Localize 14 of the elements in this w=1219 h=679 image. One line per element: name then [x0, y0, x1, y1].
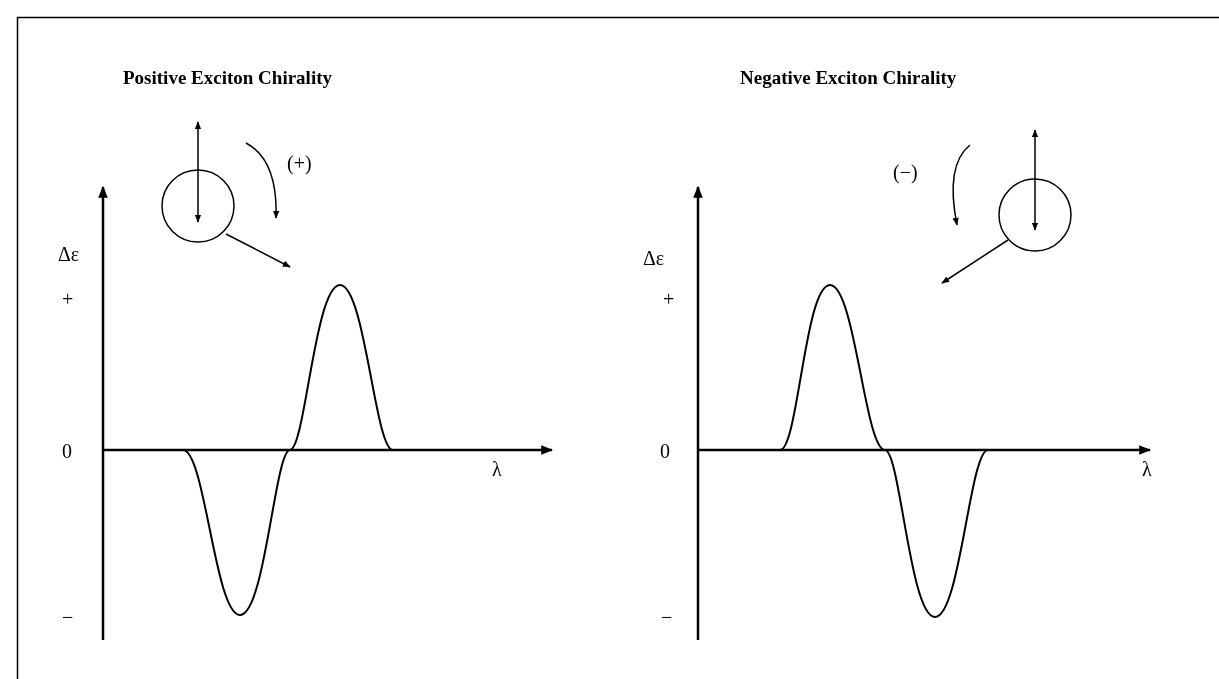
- tick-label: +: [62, 289, 74, 309]
- axis-label: λ: [492, 459, 502, 479]
- axis-label: λ: [1142, 459, 1152, 479]
- tick-label: 0: [62, 441, 72, 461]
- tick-label: −: [62, 607, 74, 627]
- tick-label: −: [661, 607, 673, 627]
- tick-label: +: [663, 289, 675, 309]
- tick-label: 0: [660, 441, 670, 461]
- chirality-sign-label: (+): [287, 153, 312, 173]
- panel-title: Positive Exciton Chirality: [123, 68, 332, 87]
- panel-title: Negative Exciton Chirality: [740, 68, 957, 87]
- axis-label: Δε: [58, 244, 80, 264]
- axis-label: Δε: [643, 248, 665, 268]
- chirality-sign-label: (−): [893, 162, 918, 182]
